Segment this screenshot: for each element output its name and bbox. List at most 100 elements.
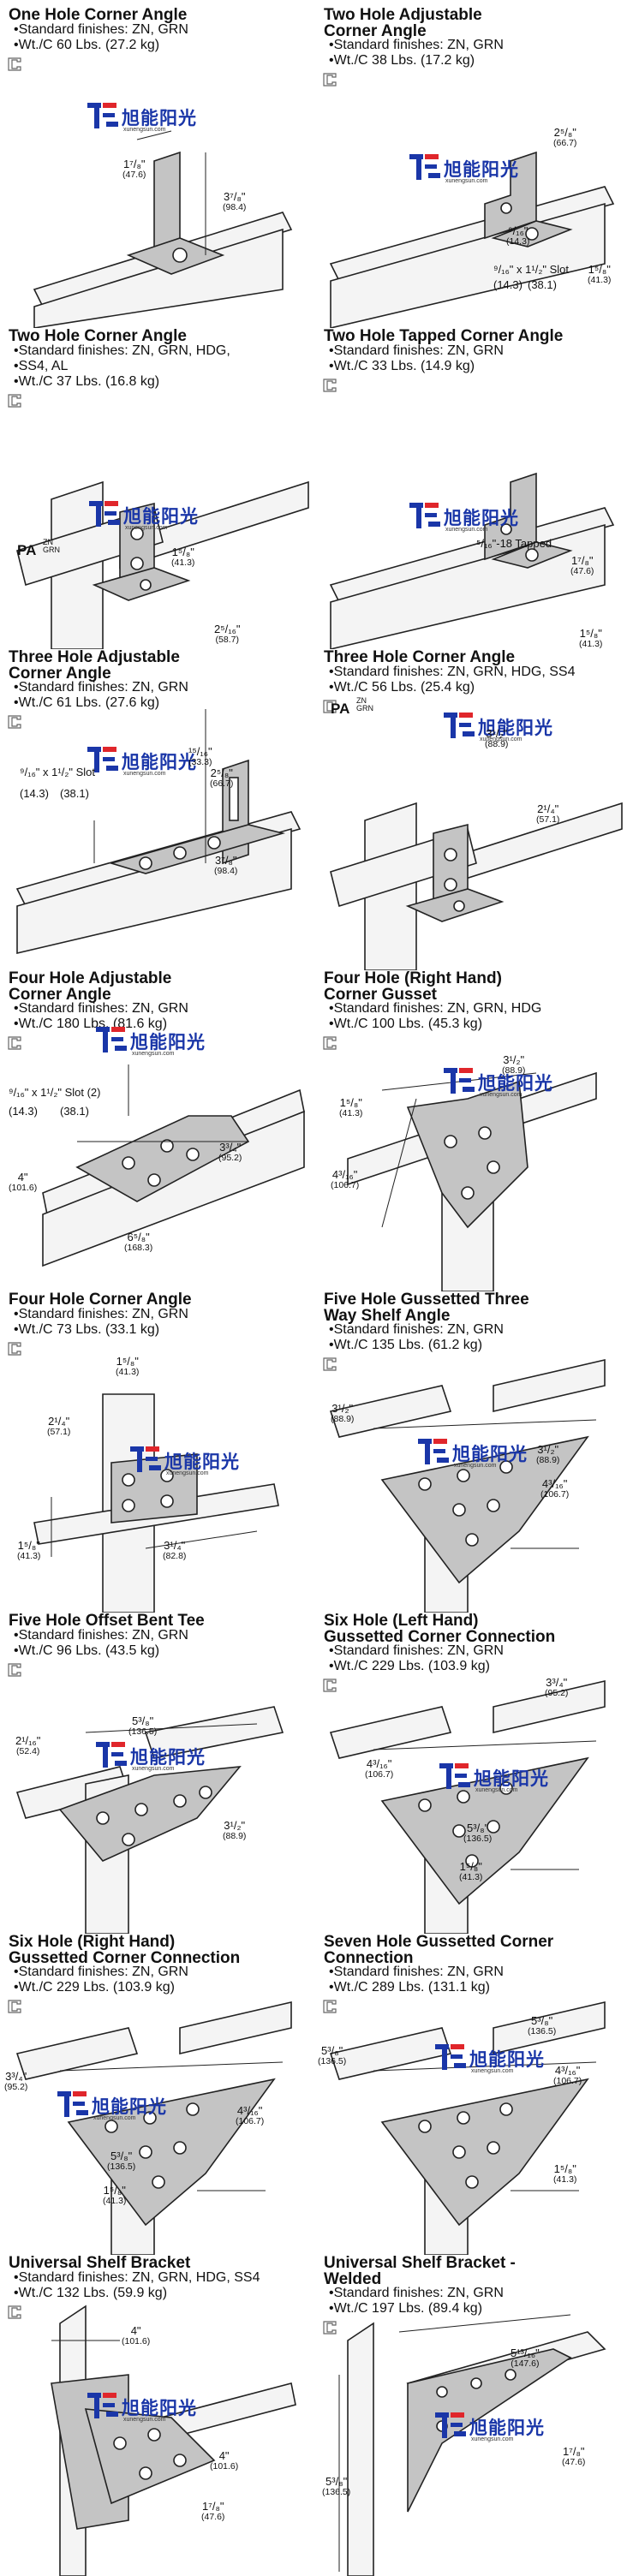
dimension-mm: (95.2) <box>545 1688 569 1698</box>
brand-site: xunengsun.com <box>475 1787 518 1793</box>
dimension-inches: 6⁵/₈" <box>127 1231 150 1243</box>
product-illustration <box>323 379 615 649</box>
spec-item: Standard finishes: ZN, GRN <box>14 22 188 38</box>
dimension-label: ⁹/₁₆" x 1¹/₂" Slot (2) <box>9 1087 101 1098</box>
bracket-drawing <box>338 2314 606 2576</box>
spec-list: Standard finishes: ZN, GRNWt./C 38 Lbs. … <box>329 38 504 69</box>
dimension-label: ⁵/₁₆"-18 Tapped <box>476 538 552 549</box>
brand-name: 旭能阳光 <box>444 509 519 528</box>
channel-profile-icon <box>8 1036 21 1050</box>
dimension-label: (14.3) <box>493 279 522 290</box>
product-title: Six Hole (Right Hand) Gussetted Corner C… <box>9 1934 241 1967</box>
dimension-mm: (106.7) <box>331 1180 360 1190</box>
dimension-label: 4³/₁₆"(106.7) <box>540 1478 569 1500</box>
dimension-label: 5³/₈"(136.5) <box>128 1715 157 1738</box>
product-illustration <box>323 1357 606 1613</box>
dimension-inches: 3³/₄" <box>5 2070 27 2083</box>
dimension-label: 5³/₈"(136.5) <box>463 1822 492 1845</box>
logo-mark-icon <box>409 154 440 180</box>
logo-mark-icon <box>57 2091 88 2117</box>
brand-site: xunengsun.com <box>471 2436 514 2442</box>
dimension-inches: 4" <box>17 1171 28 1184</box>
brand-name: 旭能阳光 <box>122 109 197 128</box>
product-illustration <box>8 1663 284 1934</box>
channel-profile-icon <box>323 1036 337 1050</box>
dimension-mm: (41.3) <box>459 1872 483 1882</box>
product-card: Seven Hole Gussetted Corner ConnectionSt… <box>314 1934 627 2255</box>
spec-list: Standard finishes: ZN, GRNWt./C 96 Lbs. … <box>14 1628 188 1659</box>
product-card: Two Hole Adjustable Corner AngleStandard… <box>314 7 627 328</box>
dimension-label: 4³/₁₆"(106.7) <box>331 1169 359 1191</box>
dimension-label: 2⁵/₈"(66.7) <box>210 767 233 790</box>
pa-label: PA <box>331 701 350 717</box>
brand-site: xunengsun.com <box>132 1766 175 1772</box>
dimension-label: 3¹/₂"(88.9) <box>223 1820 246 1842</box>
spec-item: Standard finishes: ZN, GRN <box>14 1628 188 1643</box>
channel-profile-icon <box>8 57 21 71</box>
bracket-drawing <box>42 1064 305 1267</box>
dimension-label: 1⁵/₈"(41.3) <box>339 1097 362 1119</box>
channel-profile-icon <box>8 2305 21 2319</box>
logo-mark-icon <box>89 501 120 527</box>
dimension-inches: 3¹/₂" <box>224 1819 246 1832</box>
spec-item: Wt./C 289 Lbs. (131.1 kg) <box>329 1980 504 1995</box>
dimension-label: 2¹/₁₆"(52.4) <box>15 1735 40 1757</box>
dimension-inches: ⁹/₁₆" x 1¹/₂" Slot (2) <box>9 1086 101 1099</box>
product-card: Four Hole (Right Hand) Corner GussetStan… <box>314 970 627 1291</box>
product-card: Five Hole Gussetted Three Way Shelf Angl… <box>314 1291 627 1613</box>
brand-name: 旭能阳光 <box>469 2050 545 2070</box>
channel-profile-icon <box>8 1342 21 1356</box>
spec-item: Wt./C 60 Lbs. (27.2 kg) <box>14 38 188 53</box>
dimension-mm: (88.9) <box>485 739 509 749</box>
dimension-mm: (106.7) <box>365 1769 394 1780</box>
dimension-label: ⁹/₁₆"(14.3) <box>506 225 529 247</box>
bracket-drawing <box>347 1071 597 1291</box>
brand-site: xunengsun.com <box>132 1051 175 1057</box>
dimension-inches: ¹⁵/₁₆" <box>188 745 212 758</box>
bracket-drawing <box>15 1706 284 1934</box>
channel-profile-icon <box>323 73 337 86</box>
dimension-mm: (58.7) <box>215 635 239 645</box>
dimension-mm: (47.6) <box>201 2512 225 2522</box>
spec-item: Wt./C 38 Lbs. (17.2 kg) <box>329 53 504 69</box>
dimension-label: 3³/₄"(95.2) <box>4 2071 27 2093</box>
dimension-label: 3⁷/₈"(98.4) <box>223 191 246 213</box>
dimension-inches: 1⁵/₈" <box>459 1860 482 1873</box>
dimension-mm: (41.3) <box>588 275 612 285</box>
dimension-mm: (33.3) <box>188 757 212 767</box>
dimension-label: 1⁵/₈"(41.3) <box>588 264 611 286</box>
product-illustration <box>8 2305 296 2576</box>
dimension-inches: 4" <box>218 2449 230 2462</box>
product-card: One Hole Corner AngleStandard finishes: … <box>0 7 314 328</box>
product-illustration <box>8 1036 305 1267</box>
dimension-inches: 2¹/₄" <box>48 1415 70 1428</box>
product-card: Six Hole (Right Hand) Gussetted Corner C… <box>0 1934 314 2255</box>
dimension-inches: 5³/₈" <box>531 2014 553 2027</box>
dimension-label: 2¹/₄"(57.1) <box>536 803 559 826</box>
bracket-drawing <box>51 2305 296 2576</box>
spec-list: Standard finishes: ZN, GRNWt./C 61 Lbs. … <box>14 680 188 711</box>
dimension-mm: (66.7) <box>210 778 234 789</box>
brand-name: 旭能阳光 <box>130 1748 206 1768</box>
spec-item: Standard finishes: ZN, GRN <box>14 1965 188 1980</box>
spec-list: Standard finishes: ZN, GRNWt./C 60 Lbs. … <box>14 22 188 53</box>
product-title: Seven Hole Gussetted Corner Connection <box>324 1934 554 1967</box>
spec-list: Standard finishes: ZN, GRN, HDG,SS4, ALW… <box>14 343 230 390</box>
brand-site: xunengsun.com <box>480 1092 522 1098</box>
bracket-drawing <box>15 709 302 955</box>
brand-site: xunengsun.com <box>480 736 522 742</box>
spec-item: Wt./C 229 Lbs. (103.9 kg) <box>329 1659 504 1674</box>
pa-finishes: ZN GRN <box>356 696 373 713</box>
brand-site: xunengsun.com <box>123 771 166 777</box>
spec-list: Standard finishes: ZN, GRN, HDGWt./C 100… <box>329 1001 542 1032</box>
dimension-label: ⁹/₁₆" x 1¹/₂" Slot <box>20 766 95 778</box>
spec-item: Wt./C 135 Lbs. (61.2 kg) <box>329 1338 504 1353</box>
dimension-mm: (47.6) <box>122 170 146 180</box>
dimension-inches: 5³/₈" <box>132 1714 154 1727</box>
brand-name: 旭能阳光 <box>122 753 197 772</box>
spec-item: Wt./C 56 Lbs. (25.4 kg) <box>329 680 575 695</box>
logo-mark-icon <box>87 2393 118 2418</box>
dimension-mm: (136.5) <box>322 2487 351 2497</box>
dimension-inches: 3¹/₂" <box>537 1443 559 1456</box>
dimension-mm: (136.5) <box>528 2026 557 2036</box>
